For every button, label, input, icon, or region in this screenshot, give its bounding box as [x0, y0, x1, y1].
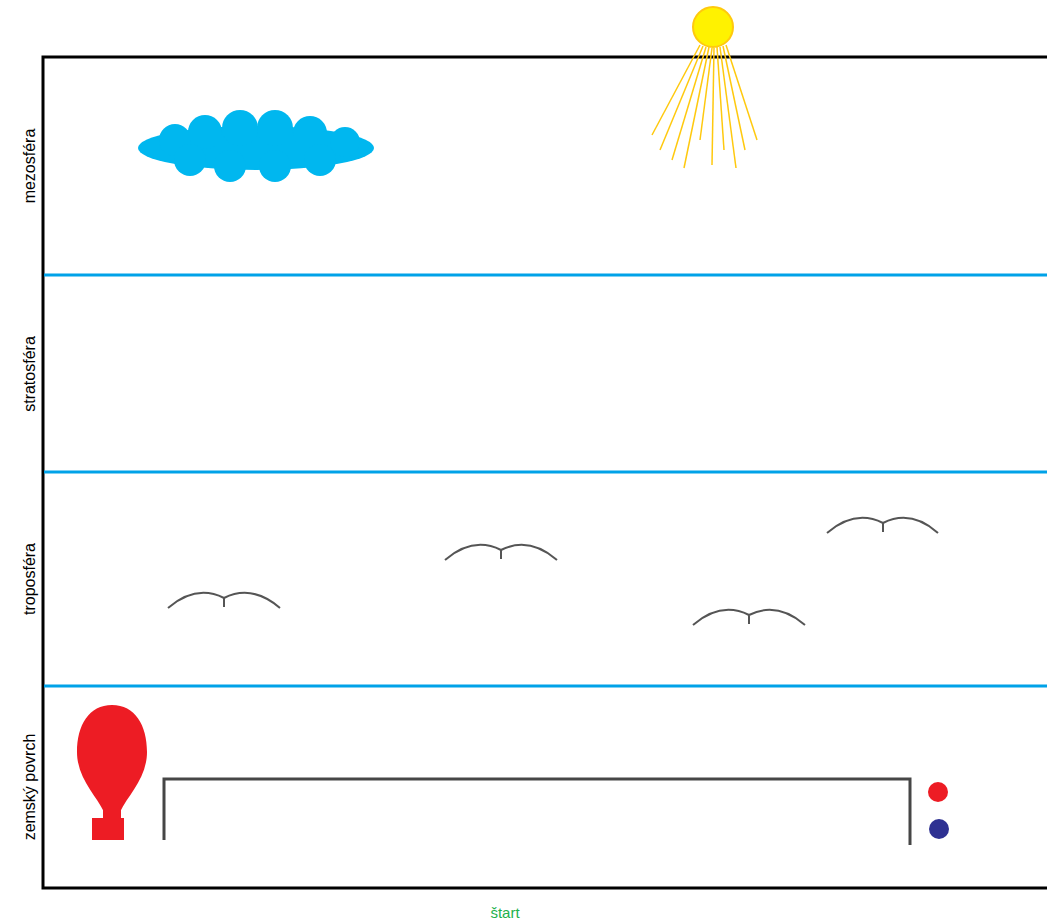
layer-label: stratosféra — [22, 336, 38, 412]
cloud-icon — [138, 110, 374, 182]
atmosphere-band: zemský povrch — [10, 686, 1047, 888]
sun-icon — [652, 7, 757, 168]
balloon-icon — [77, 705, 147, 840]
atmosphere-band: mezosféra — [10, 57, 1047, 275]
bird-icons — [168, 518, 938, 625]
player-token — [929, 819, 949, 839]
layer-label: troposféra — [22, 543, 38, 615]
atmosphere-band: stratosféra — [10, 275, 1047, 472]
layer-label: zemský povrch — [22, 734, 38, 841]
track-bracket — [164, 779, 910, 845]
layer-boundary — [44, 274, 1047, 277]
layer-label: mezosféra — [22, 129, 38, 204]
player-token — [928, 782, 948, 802]
layer-boundary — [44, 471, 1047, 474]
start-label: štart — [490, 905, 519, 920]
atmosphere-band: troposféra — [10, 472, 1047, 686]
board-frame — [43, 57, 1047, 888]
layer-boundary — [44, 685, 1047, 688]
